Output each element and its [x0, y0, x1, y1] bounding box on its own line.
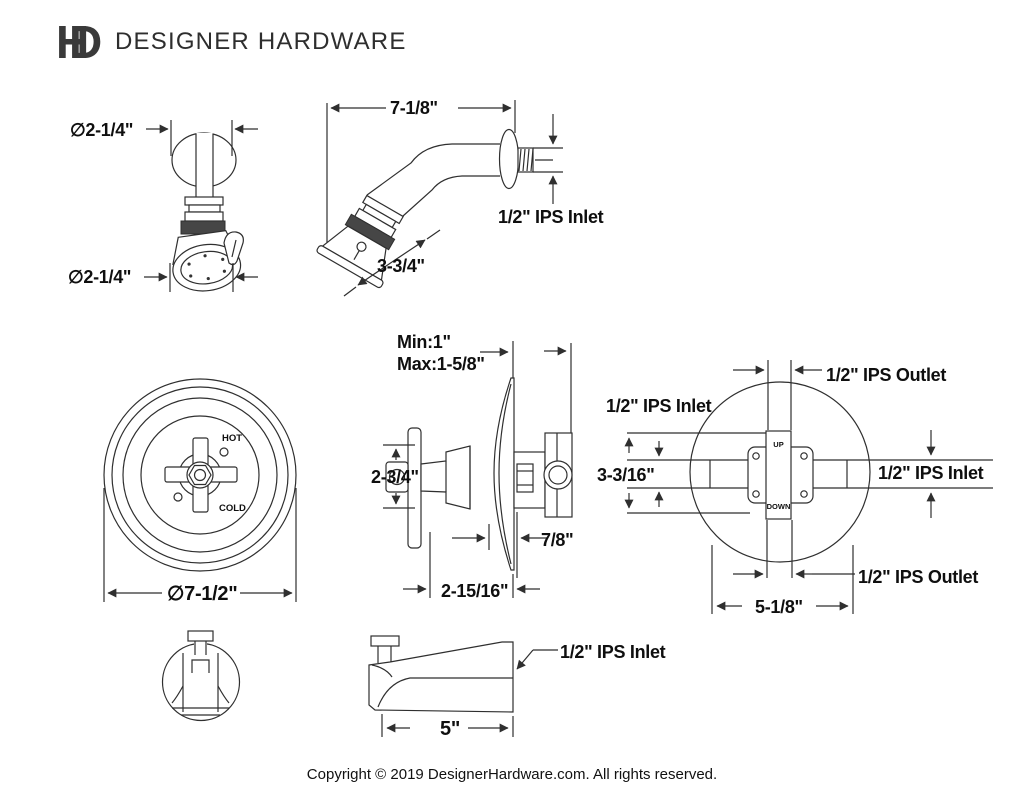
wall-depth-max: Max:1-5/8"	[397, 354, 485, 374]
dim-valve-width: 5-1/8"	[755, 597, 803, 617]
inlet-left-label: 1/2" IPS Inlet	[606, 396, 712, 416]
dim-plate-depth: 7/8"	[541, 530, 573, 550]
dim-port-height: 3-3/16"	[597, 465, 654, 485]
wall-depth-min: Min:1"	[397, 332, 451, 352]
dim-head-length: 3-3/4"	[377, 256, 425, 276]
dim-total-depth: 2-15/16"	[441, 581, 508, 601]
tub-spout-front-view	[161, 630, 241, 722]
dim-spout-length: 5"	[440, 718, 460, 740]
logo-letter-d: D	[69, 16, 102, 66]
brand-title: DESIGNER HARDWARE	[115, 28, 407, 55]
outlet-top-label: 1/2" IPS Outlet	[826, 365, 946, 385]
tub-spout-side-view: 1/2" IPS Inlet 5"	[368, 635, 666, 740]
spout-inlet-label: 1/2" IPS Inlet	[560, 642, 666, 662]
up-label: UP	[773, 440, 783, 449]
designer-hardware-logo-icon: D H	[56, 16, 108, 71]
showerhead-front-view: ∅2-1/4" ∅2-1/4"	[68, 120, 258, 292]
trim-plate-front-view: HOT COLD ∅7-1/2"	[103, 378, 297, 605]
dim-flange-diameter: ∅2-1/4"	[70, 120, 133, 140]
cold-label: COLD	[219, 503, 246, 514]
valve-side-view: Min:1" Max:1-5/8"	[371, 332, 574, 601]
valve-rough-in-view: UP DOWN 1/2" IPS Outlet 1/2" IPS Inlet 3…	[597, 360, 993, 617]
inlet-right-label: 1/2" IPS Inlet	[878, 463, 984, 483]
hot-label: HOT	[222, 433, 242, 444]
dim-handle-height: 2-3/4"	[371, 467, 419, 487]
dim-face-diameter: ∅2-1/4"	[68, 267, 131, 287]
down-label: DOWN	[767, 502, 791, 511]
copyright-text: Copyright © 2019 DesignerHardware.com. A…	[306, 766, 718, 783]
showerhead-side-view: 7-1/8" 1/2" IPS Inlet	[316, 98, 604, 297]
logo-letter-h: H	[56, 16, 89, 66]
shower-arm-inlet-label: 1/2" IPS Inlet	[498, 207, 604, 227]
dim-plate-diameter: ∅7-1/2"	[167, 583, 237, 605]
outlet-bottom-label: 1/2" IPS Outlet	[858, 567, 978, 587]
dim-arm-reach: 7-1/8"	[390, 98, 438, 118]
